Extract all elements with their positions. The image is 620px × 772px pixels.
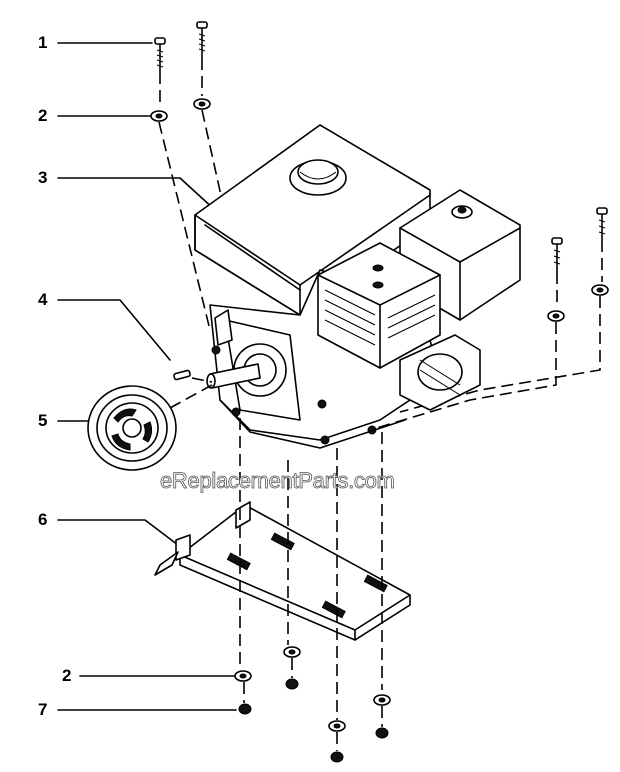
dash-pulley: [169, 384, 213, 409]
bolt-top-right: [196, 21, 208, 59]
nut-top-right: [193, 98, 211, 110]
callout-7: 7: [38, 700, 48, 719]
dash-key: [191, 377, 213, 383]
dash-nut-right: [201, 109, 223, 201]
dash-plate-lines: [239, 418, 383, 720]
nut-bottom-4: [375, 727, 389, 739]
nut-right-2: [547, 310, 565, 322]
washer-bottom-left: [234, 670, 252, 682]
watermark: eReplacementParts.com: [160, 468, 396, 494]
pulley: [87, 385, 177, 471]
nut-bottom-left: [238, 703, 252, 715]
washer-bottom-3: [328, 720, 346, 732]
washer-top-left: [150, 110, 168, 122]
nut-bottom-2: [285, 678, 299, 690]
engine: [194, 124, 521, 449]
callout-2-bottom: 2: [62, 666, 72, 685]
bolt-right-1: [596, 207, 608, 241]
callout-6: 6: [38, 510, 48, 529]
callout-3: 3: [38, 168, 48, 187]
callout-1: 1: [38, 33, 48, 52]
washer-bottom-2: [283, 646, 301, 658]
dash-right-2: [369, 322, 557, 431]
bolt-right-2: [551, 237, 563, 273]
mounting-plate: [154, 501, 411, 641]
shaft-key: [173, 369, 191, 381]
washer-bottom-4: [373, 694, 391, 706]
callout-5: 5: [38, 411, 48, 430]
leader-lines: [57, 42, 237, 711]
bolt-top-left: [154, 37, 166, 73]
nut-right-1: [591, 284, 609, 296]
nut-bottom-3: [330, 751, 344, 763]
callout-2-top: 2: [38, 106, 48, 125]
callout-4: 4: [38, 290, 48, 309]
